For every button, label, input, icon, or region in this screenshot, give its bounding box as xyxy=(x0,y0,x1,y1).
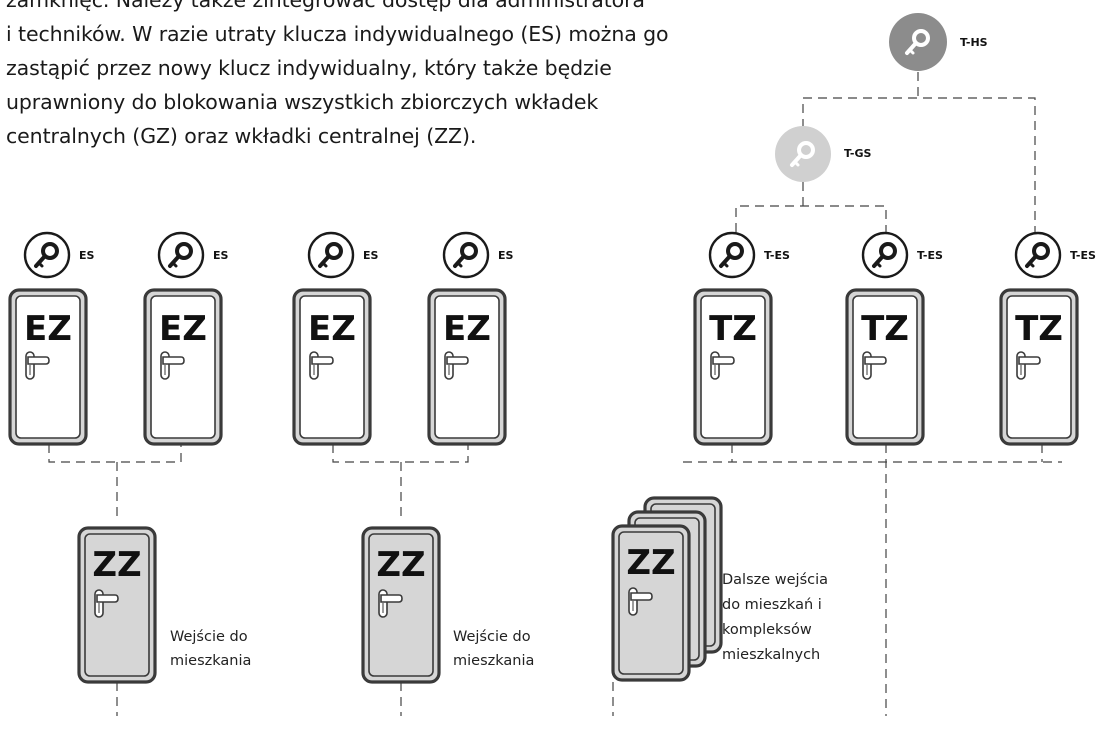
intro-text: zamknięć. Należy także zintegrować dostę… xyxy=(6,0,866,153)
caption-central-1-line-2: mieszkania xyxy=(170,653,251,669)
caption-central-3-line-2: do mieszkań i xyxy=(722,597,822,613)
intro-line-2: i techników. W razie utraty klucza indyw… xyxy=(6,22,669,46)
intro-line-3: zastąpić przez nowy klucz indywidualny, … xyxy=(6,56,612,80)
technician-door: TZ xyxy=(693,288,773,446)
caption-central-1: Wejście do mieszkania xyxy=(170,629,252,669)
individual-key-icon xyxy=(157,231,205,279)
intro-line-4: uprawniony do blokowania wszystkich zbio… xyxy=(6,90,599,114)
individual-key-icon xyxy=(442,231,490,279)
individual-door: EZ xyxy=(427,288,507,446)
caption-central-3-line-4: mieszkalnych xyxy=(722,647,820,663)
group-key-icon xyxy=(775,126,831,182)
technician-door: TZ xyxy=(999,288,1079,446)
technician-key-icon xyxy=(708,231,756,279)
individual-door-label: EZ xyxy=(159,309,207,349)
caption-central-2: Wejście do mieszkania xyxy=(453,629,535,669)
caption-central-2-line-2: mieszkania xyxy=(453,653,534,669)
individual-door-label: EZ xyxy=(443,309,491,349)
individual-door: EZ xyxy=(292,288,372,446)
central-door: ZZ xyxy=(77,526,157,684)
technician-key-icon xyxy=(1014,231,1062,279)
group-key-label: T-GS xyxy=(844,147,871,160)
individual-key-label: ES xyxy=(498,249,514,262)
intro-line-5: centralnych (GZ) oraz wkładki centralnej… xyxy=(6,124,477,148)
central-door-label: ZZ xyxy=(92,545,141,585)
individual-door: EZ xyxy=(8,288,88,446)
individual-door-label: EZ xyxy=(24,309,72,349)
technician-key-icon xyxy=(861,231,909,279)
technician-door: TZ xyxy=(845,288,925,446)
individual-key-label: ES xyxy=(213,249,229,262)
caption-central-1-line-1: Wejście do xyxy=(170,629,248,645)
caption-central-3: Dalsze wejścia do mieszkań i kompleksów … xyxy=(722,572,833,663)
central-door: ZZ xyxy=(611,524,691,682)
individual-key-label: ES xyxy=(79,249,95,262)
individual-key-icon xyxy=(307,231,355,279)
master-key-label: T-HS xyxy=(960,36,988,49)
technician-door-label: TZ xyxy=(1015,309,1063,349)
technician-key-label: T-ES xyxy=(1070,249,1096,262)
central-door-label: ZZ xyxy=(626,543,675,583)
individual-door-label: EZ xyxy=(308,309,356,349)
technician-key-label: T-ES xyxy=(764,249,790,262)
individual-key-icon xyxy=(23,231,71,279)
technician-door-label: TZ xyxy=(861,309,909,349)
master-key-icon xyxy=(889,13,947,71)
caption-central-3-line-3: kompleksów xyxy=(722,622,812,638)
technician-door-label: TZ xyxy=(709,309,757,349)
technician-key-label: T-ES xyxy=(917,249,943,262)
connection-lines xyxy=(48,72,1062,716)
central-door: ZZ xyxy=(361,526,441,684)
intro-line-1: zamknięć. Należy także zintegrować dostę… xyxy=(6,0,645,12)
individual-door: EZ xyxy=(143,288,223,446)
individual-key-label: ES xyxy=(363,249,379,262)
caption-central-2-line-1: Wejście do xyxy=(453,629,531,645)
central-door-label: ZZ xyxy=(376,545,425,585)
caption-central-3-line-1: Dalsze wejścia xyxy=(722,572,828,588)
